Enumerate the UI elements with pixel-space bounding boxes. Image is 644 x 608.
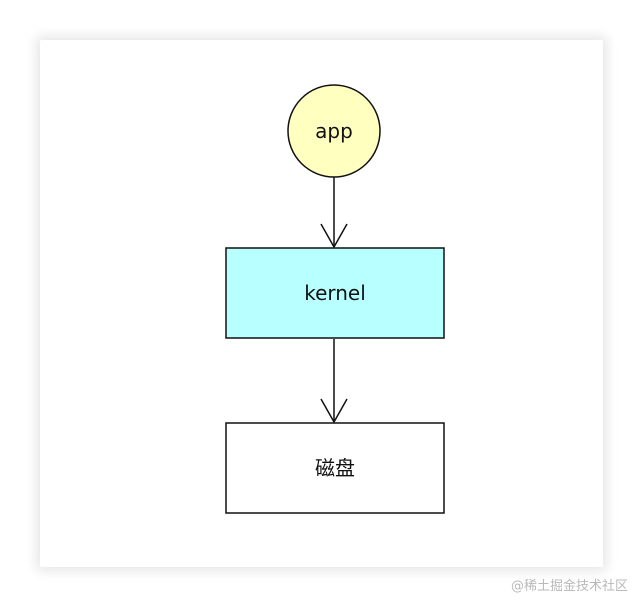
node-disk-label: 磁盘 [315, 456, 355, 480]
node-app-shape [287, 84, 381, 178]
node-app: app [287, 84, 381, 178]
node-kernel: kernel [225, 247, 445, 339]
node-kernel-shape [225, 247, 445, 339]
node-app-label: app [315, 119, 353, 143]
edge-kernel-to-disk [320, 339, 348, 424]
watermark: @稀土掘金技术社区 [510, 579, 628, 594]
edge-app-to-kernel [320, 177, 348, 249]
node-kernel-label: kernel [304, 281, 366, 305]
node-disk: 磁盘 [225, 422, 445, 514]
node-disk-shape [225, 422, 445, 514]
